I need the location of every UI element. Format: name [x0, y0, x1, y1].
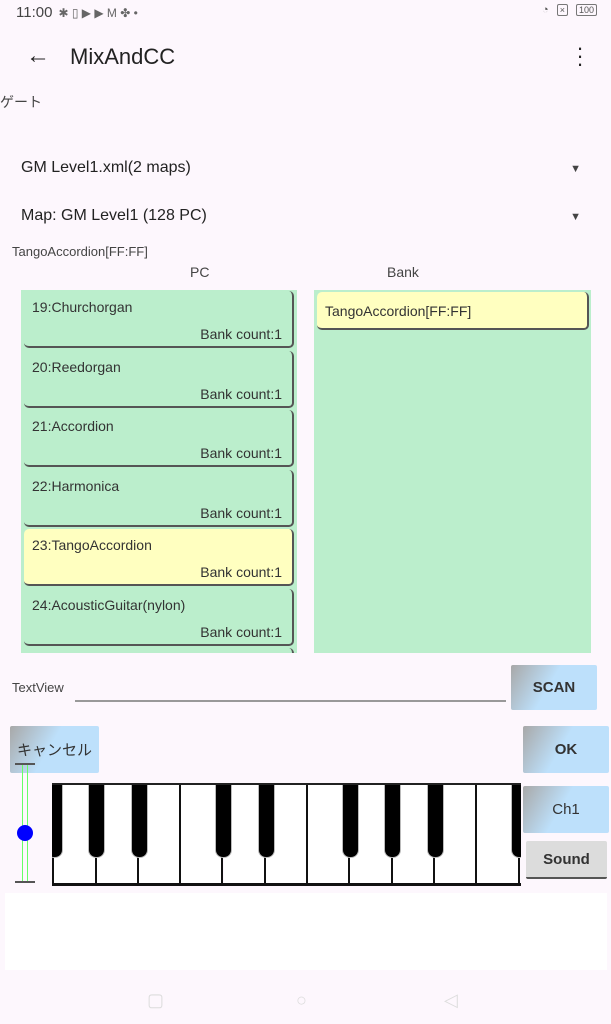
gate-label: ゲート — [0, 94, 42, 110]
bank-count: Bank count:1 — [200, 326, 282, 342]
text-input[interactable] — [75, 680, 506, 702]
black-key[interactable] — [512, 785, 521, 857]
black-key[interactable] — [216, 785, 232, 857]
bank-count: Bank count:1 — [200, 385, 282, 402]
back-arrow-icon[interactable]: ← — [26, 42, 50, 69]
black-key[interactable] — [385, 785, 401, 857]
back-nav-icon[interactable]: ◁ — [444, 990, 458, 1010]
bank-count: Bank count:1 — [200, 445, 282, 461]
black-key[interactable] — [89, 785, 105, 857]
recents-icon[interactable]: ▢ — [147, 990, 165, 1010]
pc-header: PC — [190, 264, 210, 280]
overflow-menu-icon[interactable]: ··· — [576, 35, 584, 76]
slider-track — [22, 764, 28, 882]
notification-icons: ✱ ▯ ▶ ▶ M ✤ • — [58, 5, 138, 20]
pc-name: 22:Harmonica — [32, 477, 120, 494]
pc-name: 20:Reedorgan — [32, 358, 121, 375]
status-icons-right: ◔ × 100 — [542, 4, 597, 16]
bank-count: Bank count:1 — [200, 504, 282, 521]
velocity-slider[interactable] — [14, 760, 36, 888]
pc-name: 23:TangoAccordion — [32, 537, 152, 553]
pc-list-item[interactable] — [24, 648, 294, 653]
black-key[interactable] — [343, 785, 359, 857]
dropdown-arrow-icon: ▼ — [570, 211, 581, 223]
slider-thumb[interactable] — [17, 825, 33, 841]
bank-list[interactable]: TangoAccordion[FF:FF] — [314, 290, 591, 653]
bank-header: Bank — [387, 264, 419, 280]
map-spinner[interactable]: Map: GM Level1 (128 PC) ▼ — [21, 207, 591, 225]
piano-keyboard[interactable] — [52, 783, 521, 886]
status-bar: 11:00 ✱ ▯ ▶ ▶ M ✤ • — [16, 4, 138, 21]
sim-icon: × — [556, 4, 568, 16]
bank-count: Bank count:1 — [200, 623, 282, 640]
channel-button[interactable]: Ch1 — [523, 786, 609, 833]
scan-button[interactable]: SCAN — [511, 665, 597, 710]
textview-label: TextView — [12, 680, 64, 695]
sound-button[interactable]: Sound — [526, 841, 607, 879]
black-key[interactable] — [258, 785, 274, 857]
black-key[interactable] — [52, 785, 62, 857]
file-spinner[interactable]: GM Level1.xml(2 maps) ▼ — [21, 159, 591, 177]
bank-list-item[interactable]: TangoAccordion[FF:FF] — [317, 292, 589, 330]
black-key[interactable] — [131, 785, 147, 857]
log-area — [5, 893, 607, 970]
bank-count: Bank count:1 — [200, 564, 282, 580]
slider-top-cap — [15, 763, 35, 765]
app-title: MixAndCC — [70, 44, 176, 69]
pc-name: 21:Accordion — [32, 418, 114, 434]
black-key[interactable] — [427, 785, 443, 857]
dropdown-arrow-icon: ▼ — [570, 163, 581, 175]
pc-name: 24:AcousticGuitar(nylon) — [32, 596, 186, 613]
file-spinner-value: GM Level1.xml(2 maps) — [21, 159, 191, 176]
map-spinner-value: Map: GM Level1 (128 PC) — [21, 207, 207, 224]
selection-label: TangoAccordion[FF:FF] — [12, 244, 148, 259]
bank-name: TangoAccordion[FF:FF] — [325, 303, 472, 319]
slider-bottom-cap — [15, 881, 35, 883]
status-time: 11:00 — [16, 4, 53, 21]
ok-button[interactable]: OK — [523, 726, 609, 773]
pc-list-item[interactable]: 24:AcousticGuitar(nylon) Bank count:1 — [24, 588, 294, 646]
wifi-icon: ◔ — [542, 4, 549, 16]
home-icon[interactable]: ○ — [296, 990, 307, 1010]
cancel-button[interactable]: キャンセル — [10, 726, 99, 773]
battery-icon: 100 — [575, 4, 597, 16]
pc-name: 19:Churchorgan — [32, 299, 133, 315]
